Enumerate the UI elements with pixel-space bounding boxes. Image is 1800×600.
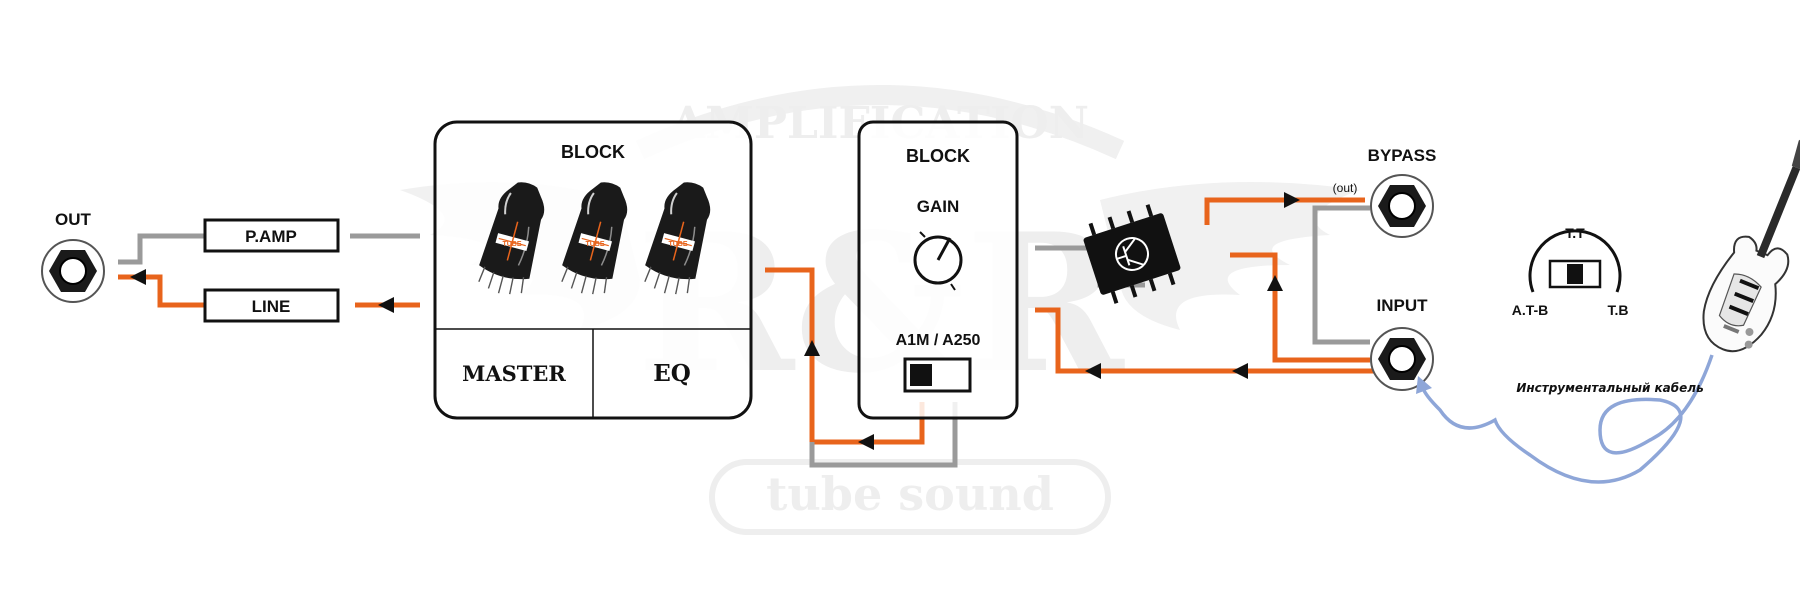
toggle-left-label: A.T-B [1512,302,1549,318]
wire-line-to-out [118,274,205,308]
arrow-to-out [130,269,146,285]
cable-line [1421,354,1714,484]
arrow-left-input-2 [1232,363,1248,379]
wire-bypass-to-input [1312,205,1370,345]
arrow-to-bypass [1284,192,1300,208]
tone-toggle[interactable]: T.T A.T-B T.B [1512,225,1629,318]
gain-block-title: BLOCK [906,146,970,166]
pamp-box: P.AMP [203,218,340,253]
eq-label: EQ [653,360,691,387]
out-jack-label: OUT [55,210,92,229]
toggle-right-label: T.B [1608,302,1629,318]
cable-label: Инструментальный кабель [1516,381,1703,395]
tube-block: BLOCK TUBE TUBE TUBE MASTER EQ [433,120,753,420]
watermark-banner [709,459,1111,535]
gain-block: BLOCK GAIN A1M / A250 [857,120,1019,420]
tube-block-title: BLOCK [561,142,625,162]
bypass-jack-hole [1388,192,1416,220]
wire-input-to-chip [1230,252,1370,363]
watermark-bottom-text: tube sound [766,467,1054,521]
line-box-label: LINE [252,297,291,316]
pamp-box-label: P.AMP [245,227,297,246]
a1m-a250-switch[interactable] [903,357,972,393]
tube-1-logo: TUBE [502,241,521,248]
instrument-cable: Инструментальный кабель [1416,354,1714,484]
bypass-jack-label: BYPASS [1368,146,1437,165]
out-jack[interactable]: OUT [41,210,105,303]
master-label: MASTER [462,361,566,386]
arrow-left-loop [858,434,874,450]
input-jack-hole [1388,345,1416,373]
input-jack-label: INPUT [1377,296,1429,315]
switch-label: A1M / A250 [896,332,981,349]
bypass-jack[interactable]: BYPASS (out) [1333,146,1437,238]
out-jack-hole [59,257,87,285]
line-box: LINE [203,288,340,323]
wire-switch-bypass [809,402,958,468]
arrow-left-input-1 [1085,363,1101,379]
arrow-up-chip [1267,275,1283,291]
toggle-top-label: T.T [1565,225,1585,241]
flow-arrows [130,192,1300,450]
wire-out-to-pamp [118,233,205,265]
input-jack[interactable]: INPUT [1370,296,1434,391]
bypass-jack-sublabel: (out) [1333,181,1358,195]
toggle-arc [1528,229,1622,293]
chip-icon [1083,204,1181,304]
arrow-up-loop [804,340,820,356]
arrow-to-line [378,297,394,313]
gain-label: GAIN [917,197,960,216]
cable-plug-arrow [1416,376,1432,394]
guitar-icon [1702,137,1800,353]
tube-3-logo: TUBE [668,241,687,248]
gain-knob-icon[interactable] [913,231,963,291]
wire-input-to-block [1035,307,1380,374]
wire-chip-to-bypass [1204,197,1365,225]
tube-2-logo: TUBE [585,241,604,248]
